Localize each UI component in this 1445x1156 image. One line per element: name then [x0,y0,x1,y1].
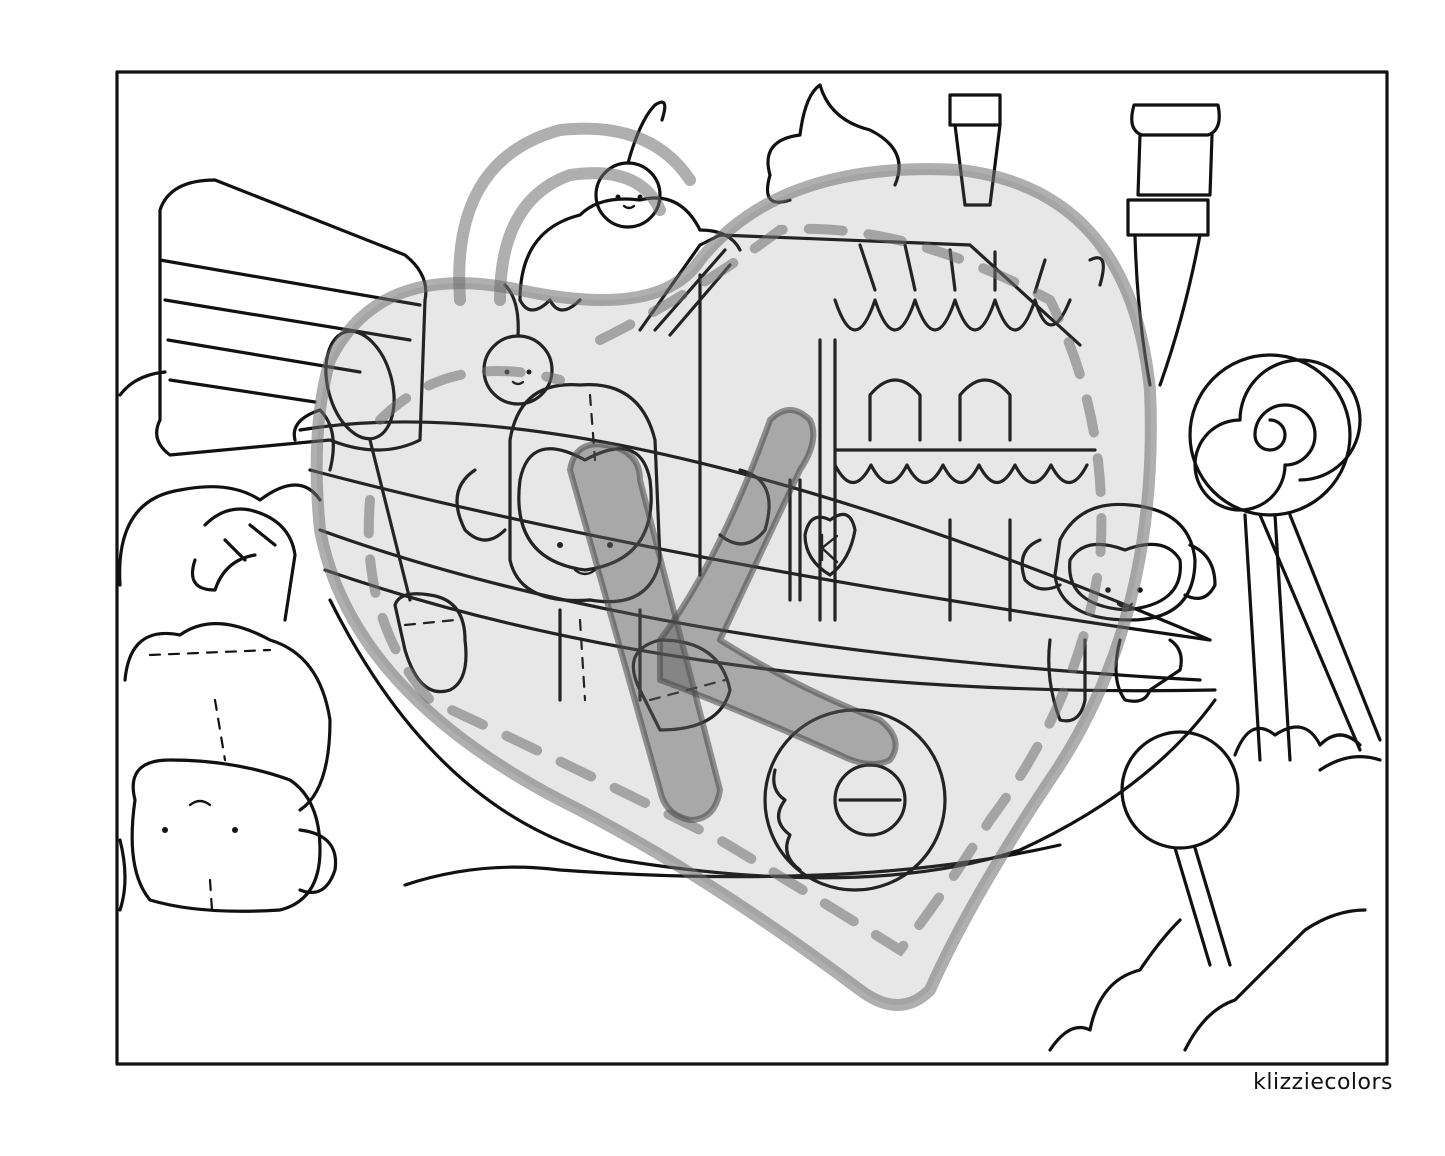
frame-border-icon [115,70,1389,1066]
heart-sign-icon [803,512,857,577]
artist-signature: klizziecolors [1253,1070,1393,1095]
ground-icon [1233,725,1382,772]
lollipop-icon [1048,730,1367,1052]
cake-slice-icon [118,178,428,457]
candy-cane-icon [190,507,297,622]
watermark-heart-icon [310,122,1157,1011]
whipped-cream-icon [118,483,322,587]
bunny-plush-icon [118,622,338,913]
cherry-icon [594,100,667,229]
lollipop-icon [1188,353,1382,762]
